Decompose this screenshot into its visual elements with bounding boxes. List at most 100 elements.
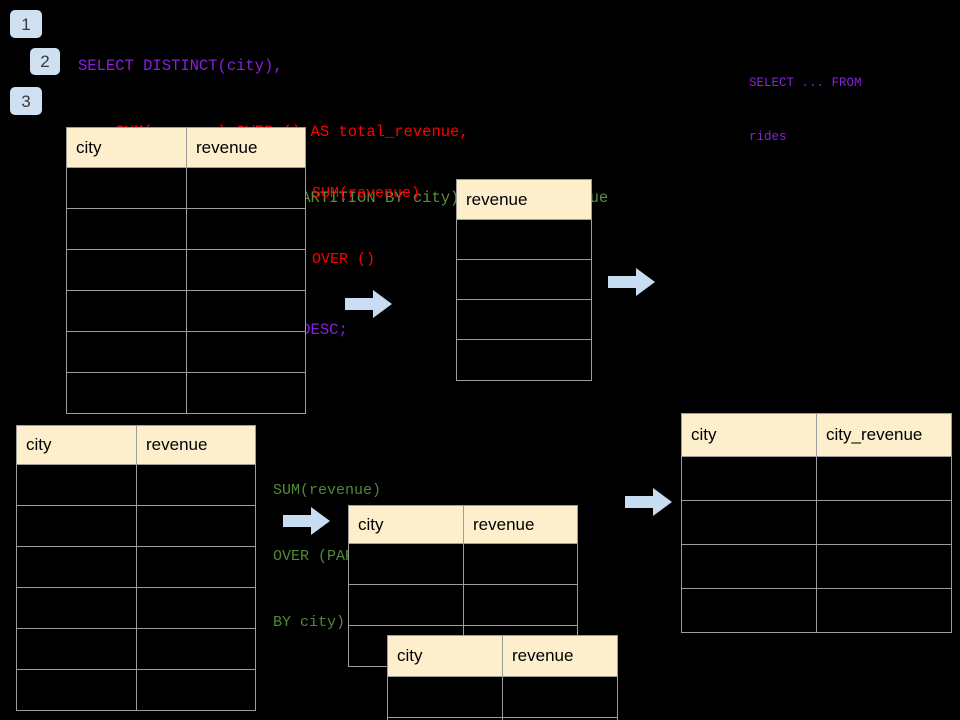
arrow-top-right [608, 268, 655, 296]
column-header-city-revenue: city_revenue [816, 413, 952, 457]
table-row [16, 669, 256, 711]
table-row [16, 505, 256, 547]
table-total-revenue-intermediate: revenue [456, 179, 592, 381]
table-row [387, 717, 618, 720]
table-header-row: city revenue [66, 127, 306, 168]
side-note-line-2: rides [749, 130, 787, 144]
table-header-row: city city_revenue [681, 413, 952, 457]
step-badge-3: 3 [10, 87, 42, 115]
annotation-city-revenue: SUM(revenue) OVER (PARTITION BY city) [273, 436, 408, 678]
table-row [66, 372, 306, 414]
table-header-row: city revenue [16, 425, 256, 465]
step-badge-1-label: 1 [21, 14, 31, 34]
table-header-row: city revenue [348, 505, 578, 544]
cell-revenue [136, 669, 256, 711]
cell-city [16, 669, 137, 711]
annotation-city-revenue-line-1: SUM(revenue) [273, 482, 382, 499]
table-row [681, 544, 952, 589]
side-note-select-from: SELECT ... FROM rides [749, 38, 862, 182]
column-header-city: city [66, 127, 187, 168]
table-row [456, 339, 592, 381]
cell-city [66, 290, 187, 332]
cell-revenue [136, 546, 256, 588]
cell-city [348, 584, 464, 626]
table-row [16, 587, 256, 629]
annotation-total-revenue-line-1: SUM(revenue) [312, 185, 421, 202]
cell-city [681, 456, 817, 501]
cell-revenue [136, 628, 256, 670]
table-row [387, 676, 618, 718]
cell-city [66, 331, 187, 373]
cell-city [16, 505, 137, 547]
table-row [348, 543, 578, 585]
table-row [681, 588, 952, 633]
step-badge-3-label: 3 [21, 91, 31, 111]
table-row [16, 546, 256, 588]
cell-revenue [463, 584, 578, 626]
cell-city [66, 167, 187, 209]
sql-line-select: SELECT DISTINCT(city), [78, 57, 283, 75]
cell-city [16, 628, 137, 670]
cell-revenue [456, 219, 592, 260]
cell-city [681, 500, 817, 545]
cell-revenue [136, 464, 256, 506]
arrow-top-left [345, 290, 392, 318]
table-row [66, 290, 306, 332]
table-final-result: city city_revenue [681, 413, 952, 633]
column-header-revenue: revenue [186, 127, 306, 168]
cell-revenue [502, 717, 618, 720]
cell-city [348, 543, 464, 585]
cell-revenue [136, 505, 256, 547]
cell-city-revenue [816, 544, 952, 589]
side-note-line-1: SELECT ... FROM [749, 76, 862, 90]
cell-city-revenue [816, 588, 952, 633]
cell-city [681, 588, 817, 633]
cell-revenue [186, 249, 306, 291]
table-row [66, 208, 306, 250]
cell-city [681, 544, 817, 589]
cell-city-revenue [816, 456, 952, 501]
table-header-row: city revenue [387, 635, 618, 677]
column-header-revenue: revenue [502, 635, 618, 677]
table-row [66, 167, 306, 209]
column-header-revenue: revenue [463, 505, 578, 544]
column-header-city: city [681, 413, 817, 457]
column-header-revenue: revenue [456, 179, 592, 220]
cell-city [66, 208, 187, 250]
table-row [66, 249, 306, 291]
cell-city [16, 546, 137, 588]
cell-revenue [456, 259, 592, 300]
column-header-city: city [348, 505, 464, 544]
cell-city [16, 587, 137, 629]
table-row [16, 628, 256, 670]
table-row [681, 456, 952, 501]
cell-revenue [186, 372, 306, 414]
cell-revenue [456, 299, 592, 340]
table-row [16, 464, 256, 506]
cell-revenue [463, 543, 578, 585]
cell-city [387, 676, 503, 718]
step-badge-2-label: 2 [40, 52, 50, 71]
cell-revenue [502, 676, 618, 718]
table-row [456, 259, 592, 300]
table-row [66, 331, 306, 373]
annotation-city-revenue-line-3: BY city) [273, 614, 346, 631]
annotation-total-revenue: SUM(revenue) OVER () [312, 139, 420, 315]
step-badge-2: 2 [30, 48, 60, 75]
table-rides-source-bottom: city revenue [16, 425, 256, 711]
annotation-total-revenue-line-2: OVER () [312, 251, 376, 268]
step-badge-1: 1 [10, 10, 42, 38]
cell-revenue [186, 290, 306, 332]
cell-revenue [186, 167, 306, 209]
table-row [348, 584, 578, 626]
column-header-city: city [16, 425, 137, 465]
cell-city [16, 464, 137, 506]
arrow-bottom-left [283, 507, 330, 535]
cell-revenue [456, 339, 592, 381]
cell-revenue [186, 208, 306, 250]
column-header-city: city [387, 635, 503, 677]
table-header-row: revenue [456, 179, 592, 220]
table-row [456, 219, 592, 260]
cell-revenue [136, 587, 256, 629]
